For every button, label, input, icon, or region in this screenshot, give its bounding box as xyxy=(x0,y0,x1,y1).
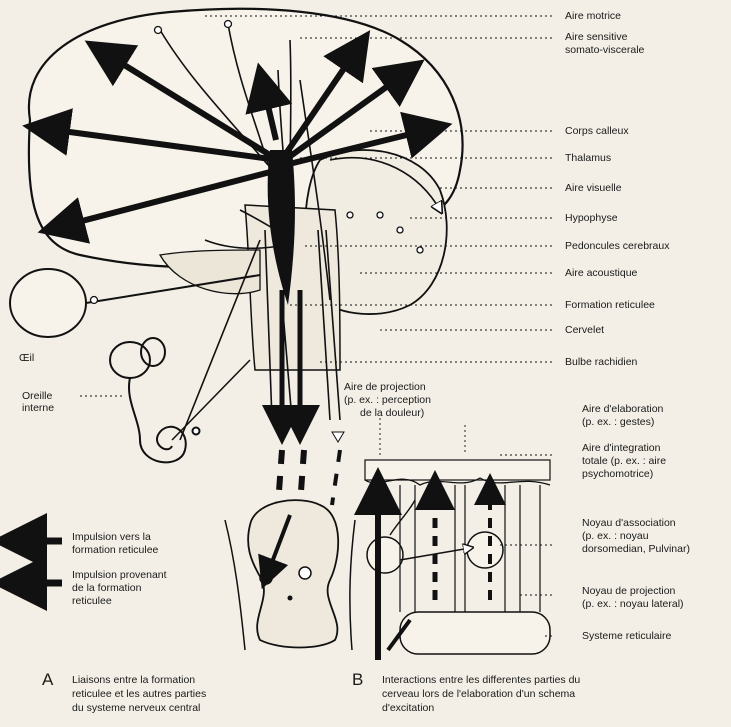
label-integration-3: psychomotrice) xyxy=(582,468,653,480)
label-projection-3: de la douleur) xyxy=(360,407,424,419)
eye-outline xyxy=(10,269,86,337)
caption-b-2: cerveau lors de l'elaboration d'un schem… xyxy=(382,688,575,700)
label-oreille-2: interne xyxy=(22,402,54,414)
legend-arrows xyxy=(12,541,62,583)
label-aire-sensitive: Aire sensitive xyxy=(565,31,627,43)
caption-b-3: d'excitation xyxy=(382,702,434,714)
legend-vers-2: formation reticulee xyxy=(72,544,158,556)
label-aire-sensitive-2: somato-viscerale xyxy=(565,44,644,56)
label-elaboration: Aire d'elaboration xyxy=(582,403,663,415)
label-noyau-projection-2: (p. ex. : noyau lateral) xyxy=(582,598,684,610)
label-thalamus: Thalamus xyxy=(565,152,611,164)
legend-vers-1: Impulsion vers la xyxy=(72,531,151,543)
label-corps-calleux: Corps calleux xyxy=(565,125,629,137)
caption-a-1: Liaisons entre la formation xyxy=(72,674,195,686)
label-pedoncules: Pedoncules cerebraux xyxy=(565,240,669,252)
label-noyau-projection: Noyau de projection xyxy=(582,585,675,597)
label-association-2: (p. ex. : noyau xyxy=(582,530,649,542)
label-bulbe: Bulbe rachidien xyxy=(565,356,637,368)
label-association: Noyau d'association xyxy=(582,517,676,529)
label-aire-acoustique: Aire acoustique xyxy=(565,267,637,279)
label-aire-visuelle: Aire visuelle xyxy=(565,182,622,194)
label-elaboration-2: (p. ex. : gestes) xyxy=(582,416,654,428)
caption-a-2: reticulee et les autres parties xyxy=(72,688,206,700)
label-projection-1: Aire de projection xyxy=(344,381,426,393)
dashed-tracts xyxy=(278,450,304,505)
caption-a-3: du systeme nerveux central xyxy=(72,702,200,714)
temporal-lobe xyxy=(160,250,260,294)
legend-provenant-3: reticulee xyxy=(72,595,112,607)
panel-b-diagram xyxy=(365,460,550,654)
caption-letter-a: A xyxy=(42,670,53,690)
label-projection-2: (p. ex. : perception xyxy=(344,394,431,406)
label-association-3: dorsomedian, Pulvinar) xyxy=(582,543,690,555)
caption-letter-b: B xyxy=(352,670,363,690)
label-hypophyse: Hypophyse xyxy=(565,212,618,224)
caption-b-1: Interactions entre les differentes parti… xyxy=(382,674,580,686)
label-systeme-reticulaire: Systeme reticulaire xyxy=(582,630,671,642)
legend-provenant-2: de la formation xyxy=(72,582,141,594)
label-integration-2: totale (p. ex. : aire xyxy=(582,455,666,467)
label-integration: Aire d'integration xyxy=(582,442,660,454)
inner-ear-drawing xyxy=(110,338,250,462)
legend-provenant-1: Impulsion provenant xyxy=(72,569,167,581)
label-oeil: Œil xyxy=(19,352,34,364)
label-formation-reticulee: Formation reticulee xyxy=(565,299,655,311)
label-oreille: Oreille xyxy=(22,390,52,402)
label-cervelet: Cervelet xyxy=(565,324,604,336)
label-aire-motrice: Aire motrice xyxy=(565,10,621,22)
